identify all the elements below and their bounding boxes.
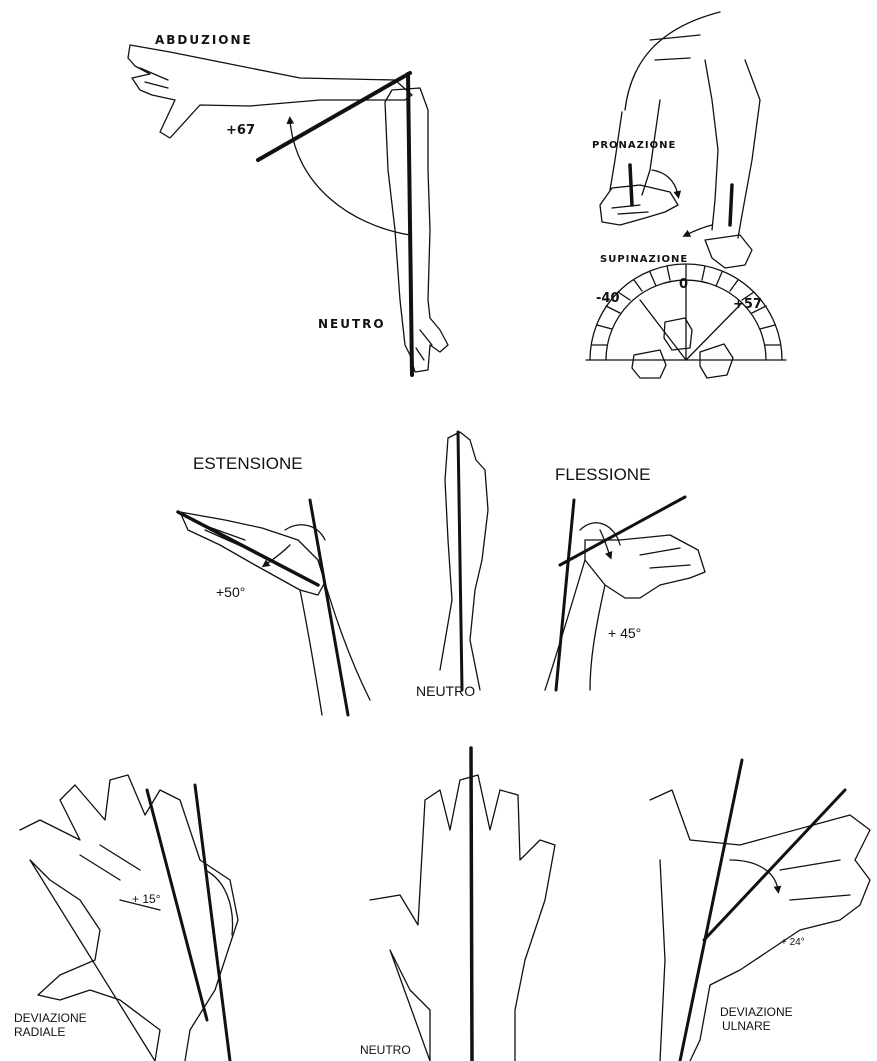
- supination-label: SUPINAZIONE: [600, 255, 688, 265]
- ulnar-deviation-value: + 24°: [781, 938, 805, 948]
- deviation-neutral-label: NEUTRO: [360, 1044, 411, 1056]
- flexion-label: FLESSIONE: [555, 466, 650, 483]
- abduction-label: ABDUZIONE: [155, 34, 253, 46]
- supination-value: +57: [733, 298, 762, 311]
- pronation-label: PRONAZIONE: [592, 141, 676, 151]
- pronation-value: -40: [596, 292, 620, 305]
- forearm-rotation-figure: [586, 12, 786, 378]
- extension-value: +50°: [216, 585, 245, 599]
- extension-label: ESTENSIONE: [193, 455, 303, 472]
- ulnar-deviation-label-line1: DEVIAZIONE: [720, 1006, 793, 1018]
- rotation-zero-value: 0: [679, 278, 688, 291]
- flexion-value: + 45°: [608, 626, 641, 640]
- radial-deviation-label-line2: RADIALE: [14, 1026, 65, 1038]
- wrist-flexion-neutral-label: NEUTRO: [416, 684, 475, 698]
- shoulder-neutral-label: NEUTRO: [318, 318, 386, 330]
- abduction-value: +67: [226, 124, 255, 137]
- shoulder-abduction-figure: [128, 45, 448, 375]
- radial-deviation-value: + 15°: [132, 893, 161, 905]
- ulnar-deviation-label-line2: ULNARE: [722, 1020, 771, 1032]
- radial-deviation-label-line1: DEVIAZIONE: [14, 1012, 87, 1024]
